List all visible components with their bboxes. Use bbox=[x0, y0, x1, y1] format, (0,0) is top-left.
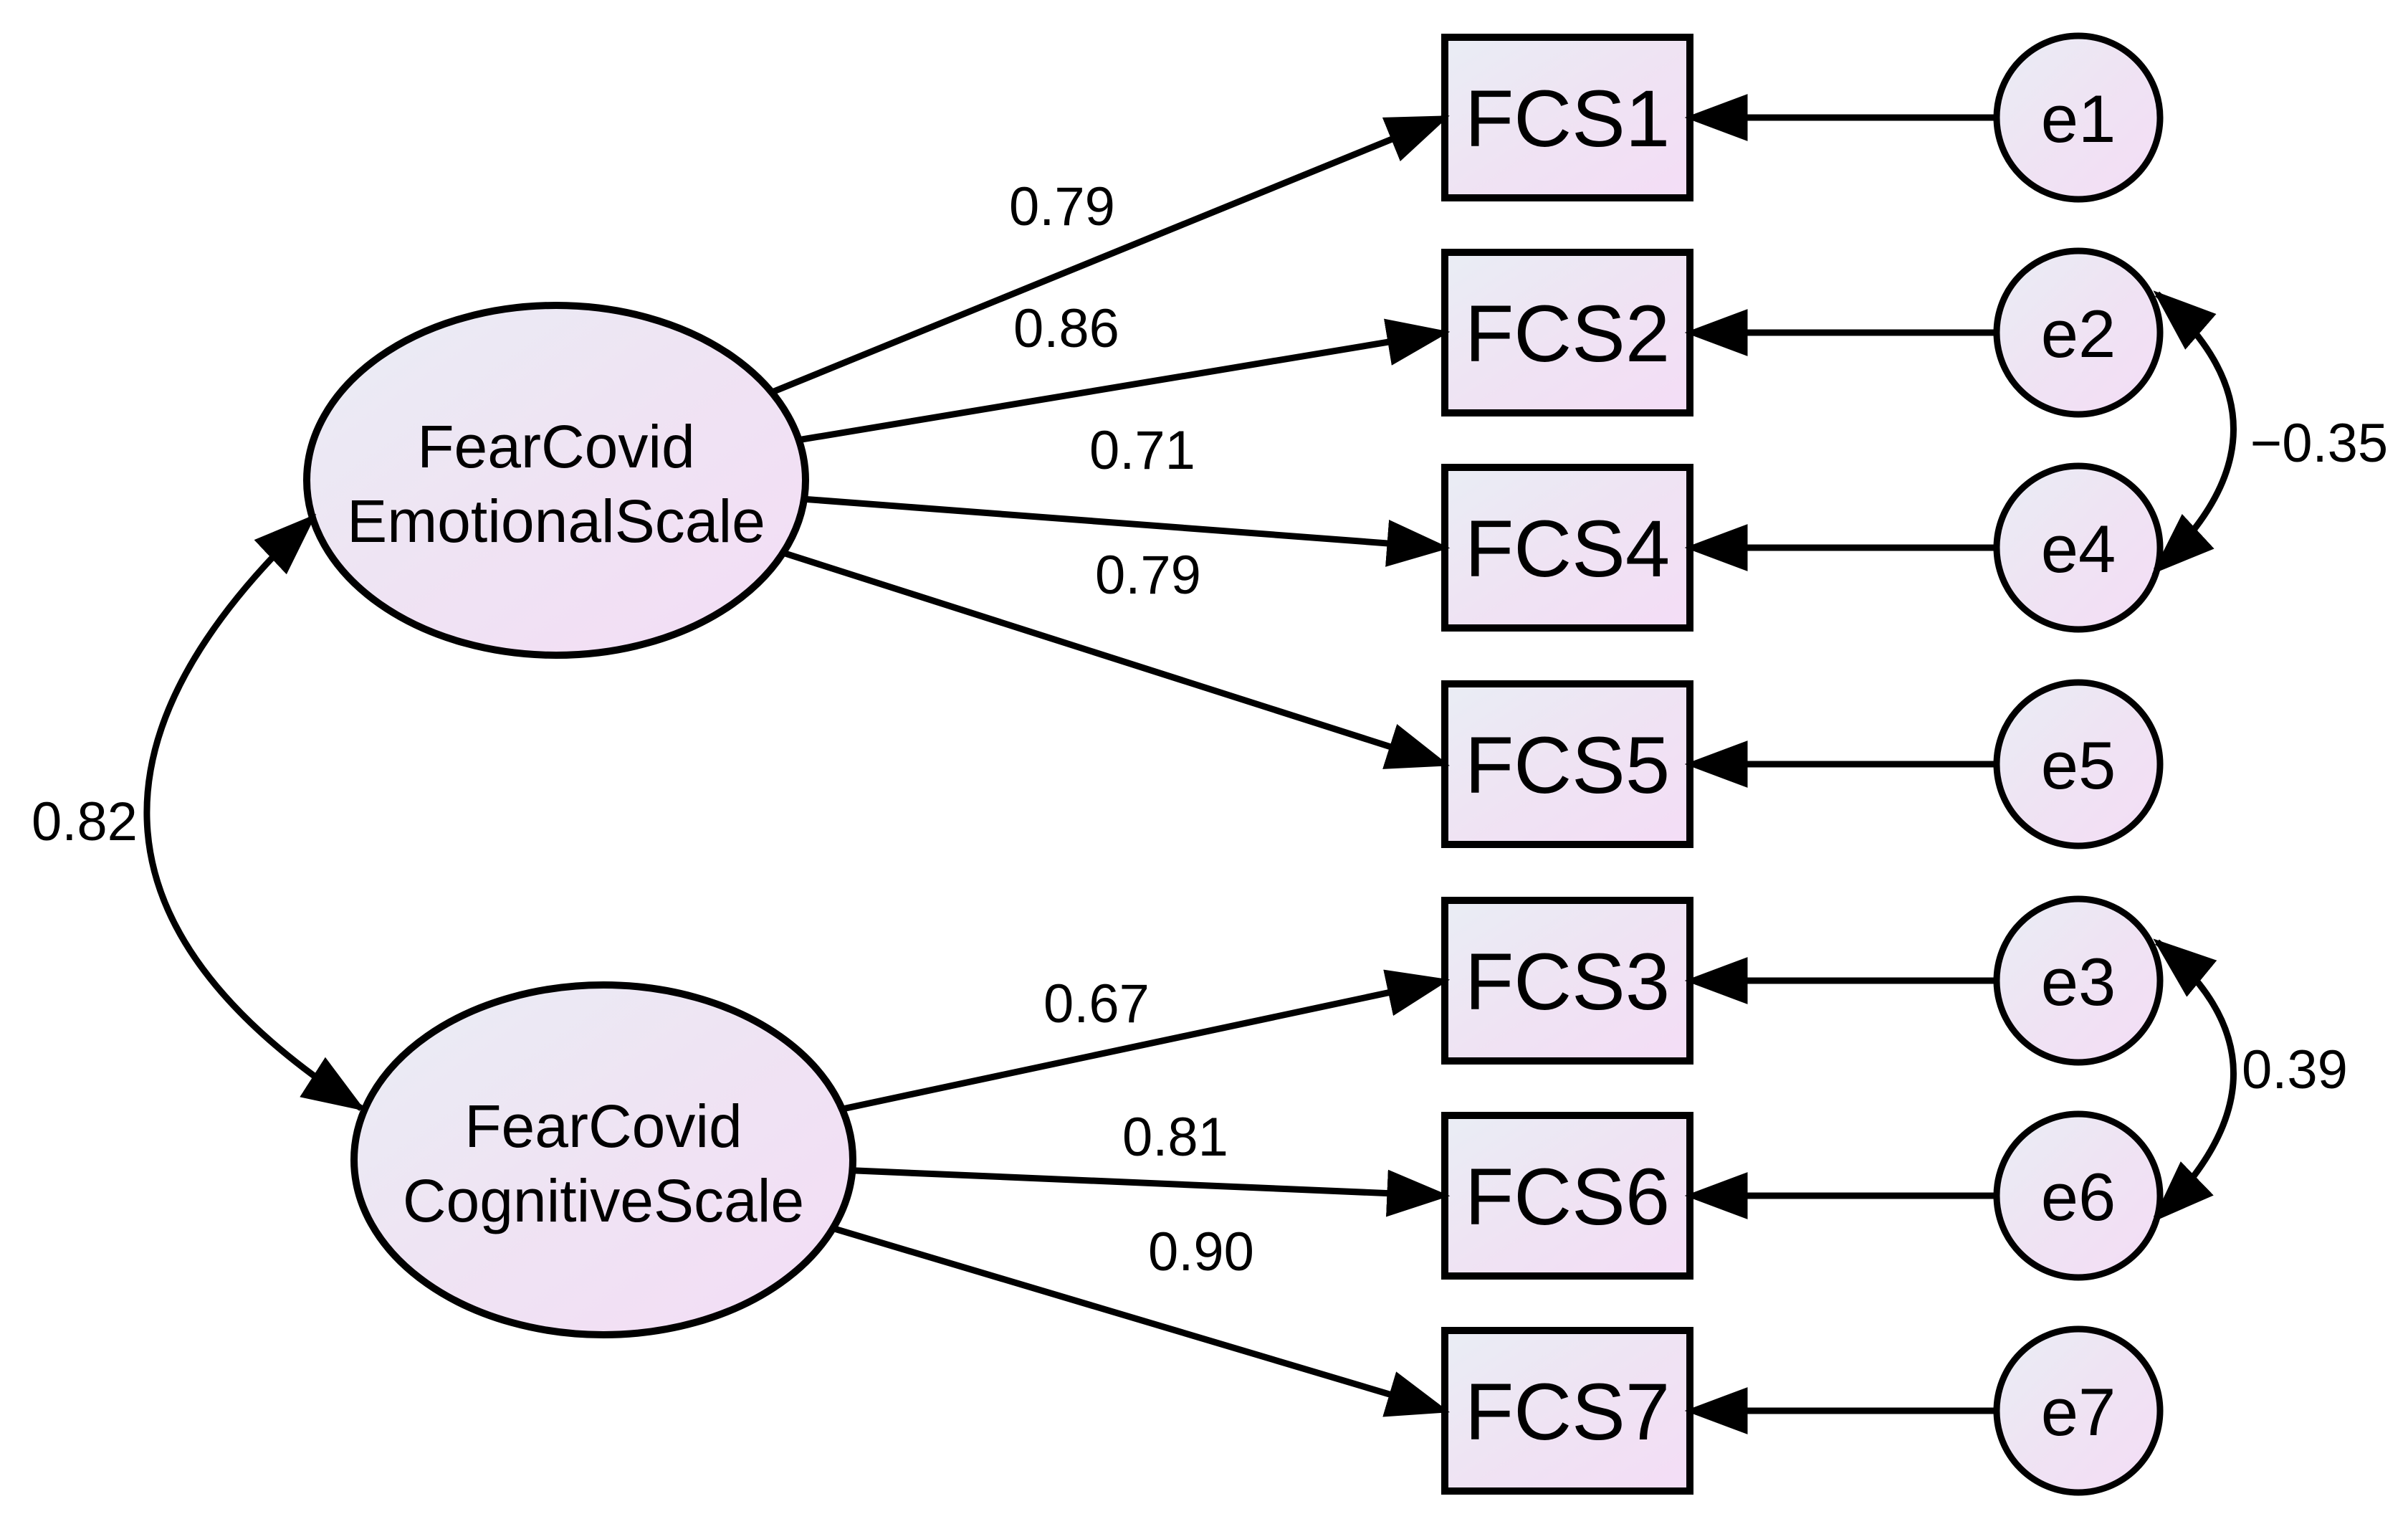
latent-ellipse-cognitive bbox=[350, 981, 856, 1338]
covariance-arrow-e2-e4 bbox=[2151, 290, 2237, 574]
covariance-arrow-emotional-cognitive bbox=[143, 513, 366, 1111]
loading-value-fcs3: 0.67 bbox=[1043, 973, 1150, 1034]
latent-label-line: FearCovid bbox=[417, 413, 694, 480]
indicator-label-fcs3: FCS3 bbox=[1465, 937, 1670, 1027]
indicator-label-fcs2: FCS2 bbox=[1465, 289, 1670, 378]
loading-arrow-fcs3 bbox=[841, 969, 1451, 1113]
loading-value-fcs7: 0.90 bbox=[1148, 1222, 1254, 1282]
loading-arrow-fcs6 bbox=[852, 1167, 1451, 1217]
error-label-e7: e7 bbox=[2041, 1374, 2116, 1449]
loading-value-fcs4: 0.71 bbox=[1089, 420, 1195, 481]
loading-arrow-fcs5 bbox=[782, 549, 1450, 769]
indicator-label-fcs1: FCS1 bbox=[1465, 74, 1670, 163]
covariance-value-e2-e4: −0.35 bbox=[2250, 413, 2388, 474]
covariance-value-e3-e6: 0.39 bbox=[2242, 1039, 2348, 1100]
latent-ellipse-emotional bbox=[303, 302, 809, 659]
indicator-box-fcs4 bbox=[1441, 464, 1693, 632]
indicator-label-fcs7: FCS7 bbox=[1465, 1367, 1670, 1457]
indicator-box-fcs6 bbox=[1441, 1112, 1693, 1280]
latent-label-line: EmotionalScale bbox=[347, 487, 765, 555]
latent-label-line: FearCovid bbox=[464, 1092, 742, 1160]
indicator-label-fcs4: FCS4 bbox=[1465, 504, 1670, 594]
error-label-e1: e1 bbox=[2041, 81, 2116, 156]
latent-label-line: CognitiveScale bbox=[403, 1167, 804, 1234]
indicator-box-fcs1 bbox=[1441, 34, 1693, 201]
error-label-e5: e5 bbox=[2041, 728, 2116, 803]
error-label-e4: e4 bbox=[2041, 511, 2116, 586]
indicator-box-fcs3 bbox=[1441, 897, 1693, 1065]
loading-arrow-fcs1 bbox=[770, 114, 1450, 396]
error-label-e3: e3 bbox=[2041, 944, 2116, 1019]
loading-arrow-fcs4 bbox=[803, 495, 1451, 567]
loading-value-fcs2: 0.86 bbox=[1013, 298, 1119, 359]
indicator-box-fcs5 bbox=[1441, 680, 1693, 848]
loading-value-fcs6: 0.81 bbox=[1122, 1107, 1228, 1168]
error-label-e2: e2 bbox=[2041, 296, 2116, 371]
loading-arrow-fcs7 bbox=[831, 1225, 1451, 1417]
covariance-value-emotional-cognitive: 0.82 bbox=[32, 791, 138, 852]
indicator-box-fcs2 bbox=[1441, 249, 1693, 416]
loading-value-fcs1: 0.79 bbox=[1009, 176, 1115, 237]
loading-arrow-fcs2 bbox=[798, 318, 1451, 444]
indicator-label-fcs6: FCS6 bbox=[1465, 1152, 1670, 1242]
loading-value-fcs5: 0.79 bbox=[1095, 545, 1201, 606]
indicator-label-fcs5: FCS5 bbox=[1465, 720, 1670, 810]
error-label-e6: e6 bbox=[2041, 1159, 2116, 1234]
covariance-arrow-e3-e6 bbox=[2151, 938, 2237, 1223]
